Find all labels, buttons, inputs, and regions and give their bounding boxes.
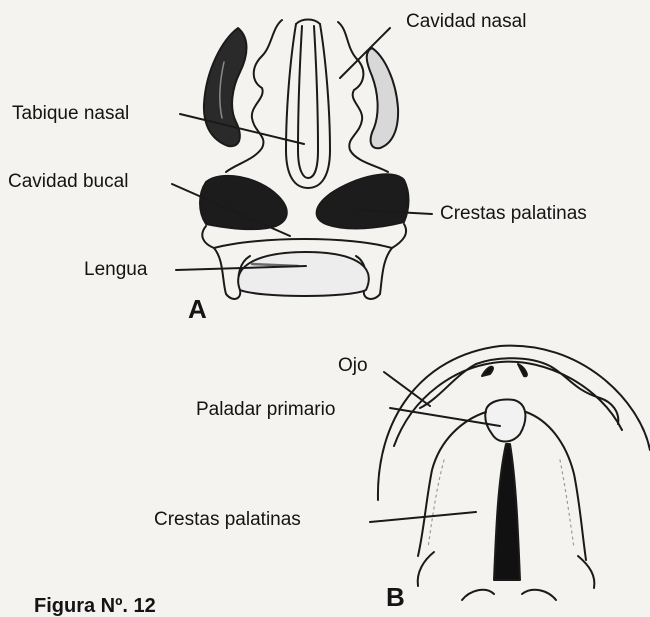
- panel-b-drawing: [370, 346, 650, 600]
- label-nasal-septum: Tabique nasal: [12, 104, 129, 123]
- label-eye: Ojo: [338, 356, 368, 375]
- label-oral-cavity: Cavidad bucal: [8, 172, 128, 191]
- right-concha: [367, 48, 398, 148]
- left-nostril: [482, 367, 493, 376]
- label-palatal-shelves-b: Crestas palatinas: [154, 510, 301, 529]
- nasal-septum: [286, 24, 330, 188]
- right-palatal-shelf: [317, 174, 409, 228]
- figure-caption: Figura Nº. 12: [34, 596, 156, 616]
- panel-a-drawing: [172, 20, 432, 299]
- tongue: [238, 252, 369, 296]
- primary-palate: [485, 399, 525, 441]
- palatal-cleft: [494, 444, 520, 580]
- label-tongue: Lengua: [84, 260, 147, 279]
- label-palatal-shelves-a: Crestas palatinas: [440, 204, 587, 223]
- label-primary-palate: Paladar primario: [196, 400, 335, 419]
- panel-a-letter: A: [188, 296, 207, 322]
- right-nostril: [518, 364, 527, 376]
- label-nasal-cavity: Cavidad nasal: [406, 12, 526, 31]
- panel-b-letter: B: [386, 584, 405, 610]
